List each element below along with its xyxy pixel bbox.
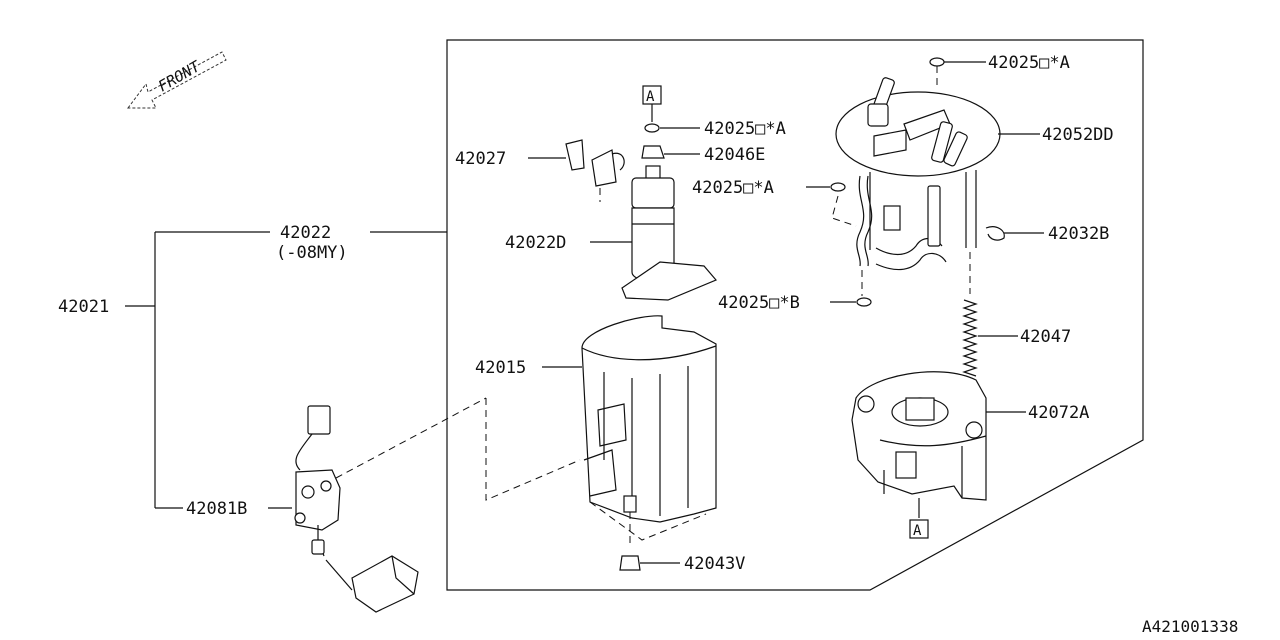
callout-42025B: 42025□*B xyxy=(718,293,800,313)
callout-42025A-1: 42025□*A xyxy=(704,119,786,139)
callout-42081B: 42081B xyxy=(186,499,247,519)
ref-mark-bottom-label: A xyxy=(913,523,922,539)
fuel-level-sender xyxy=(294,397,487,613)
front-arrow-icon: FRONT xyxy=(127,51,227,109)
callout-42046E: 42046E xyxy=(704,145,765,165)
callout-42025A-3: 42025□*A xyxy=(692,178,774,198)
spring-42047 xyxy=(962,299,978,377)
clip-42027 xyxy=(565,139,625,202)
callout-42072A: 42072A xyxy=(1028,403,1089,423)
o-ring-42025A-3 xyxy=(830,182,846,192)
front-label: FRONT xyxy=(155,57,204,96)
callout-42022-note: (-08MY) xyxy=(276,243,348,263)
base-42072A xyxy=(851,371,987,501)
callout-42021: 42021 xyxy=(58,297,109,317)
callout-42027: 42027 xyxy=(455,149,506,169)
callout-42047: 42047 xyxy=(1020,327,1071,347)
callout-42043V: 42043V xyxy=(684,554,745,574)
reservoir-42015 xyxy=(581,315,717,548)
o-ring-42025B xyxy=(856,297,872,307)
callout-42015: 42015 xyxy=(475,358,526,378)
ref-mark-bottom xyxy=(909,519,929,539)
guide-sender xyxy=(485,398,581,501)
callout-42052DD: 42052DD xyxy=(1042,125,1114,145)
plug-42043V xyxy=(619,555,641,571)
diagram-code: A421001338 xyxy=(1142,617,1238,636)
o-ring-42025A-2 xyxy=(929,57,945,67)
fuel-pump-42022D xyxy=(621,165,717,301)
cap-42046E xyxy=(641,145,665,159)
callout-42025A-2: 42025□*A xyxy=(988,53,1070,73)
callout-42022D: 42022D xyxy=(505,233,566,253)
assembly-bracket xyxy=(125,231,447,509)
assembly-frame xyxy=(446,39,1144,591)
clip-42032B xyxy=(985,226,1005,241)
ref-mark-top-label: A xyxy=(646,89,655,105)
callout-42022: 42022 xyxy=(280,223,331,243)
o-ring-42025A-1 xyxy=(644,123,660,133)
callout-42032B: 42032B xyxy=(1048,224,1109,244)
flange-42052DD xyxy=(831,77,1001,296)
